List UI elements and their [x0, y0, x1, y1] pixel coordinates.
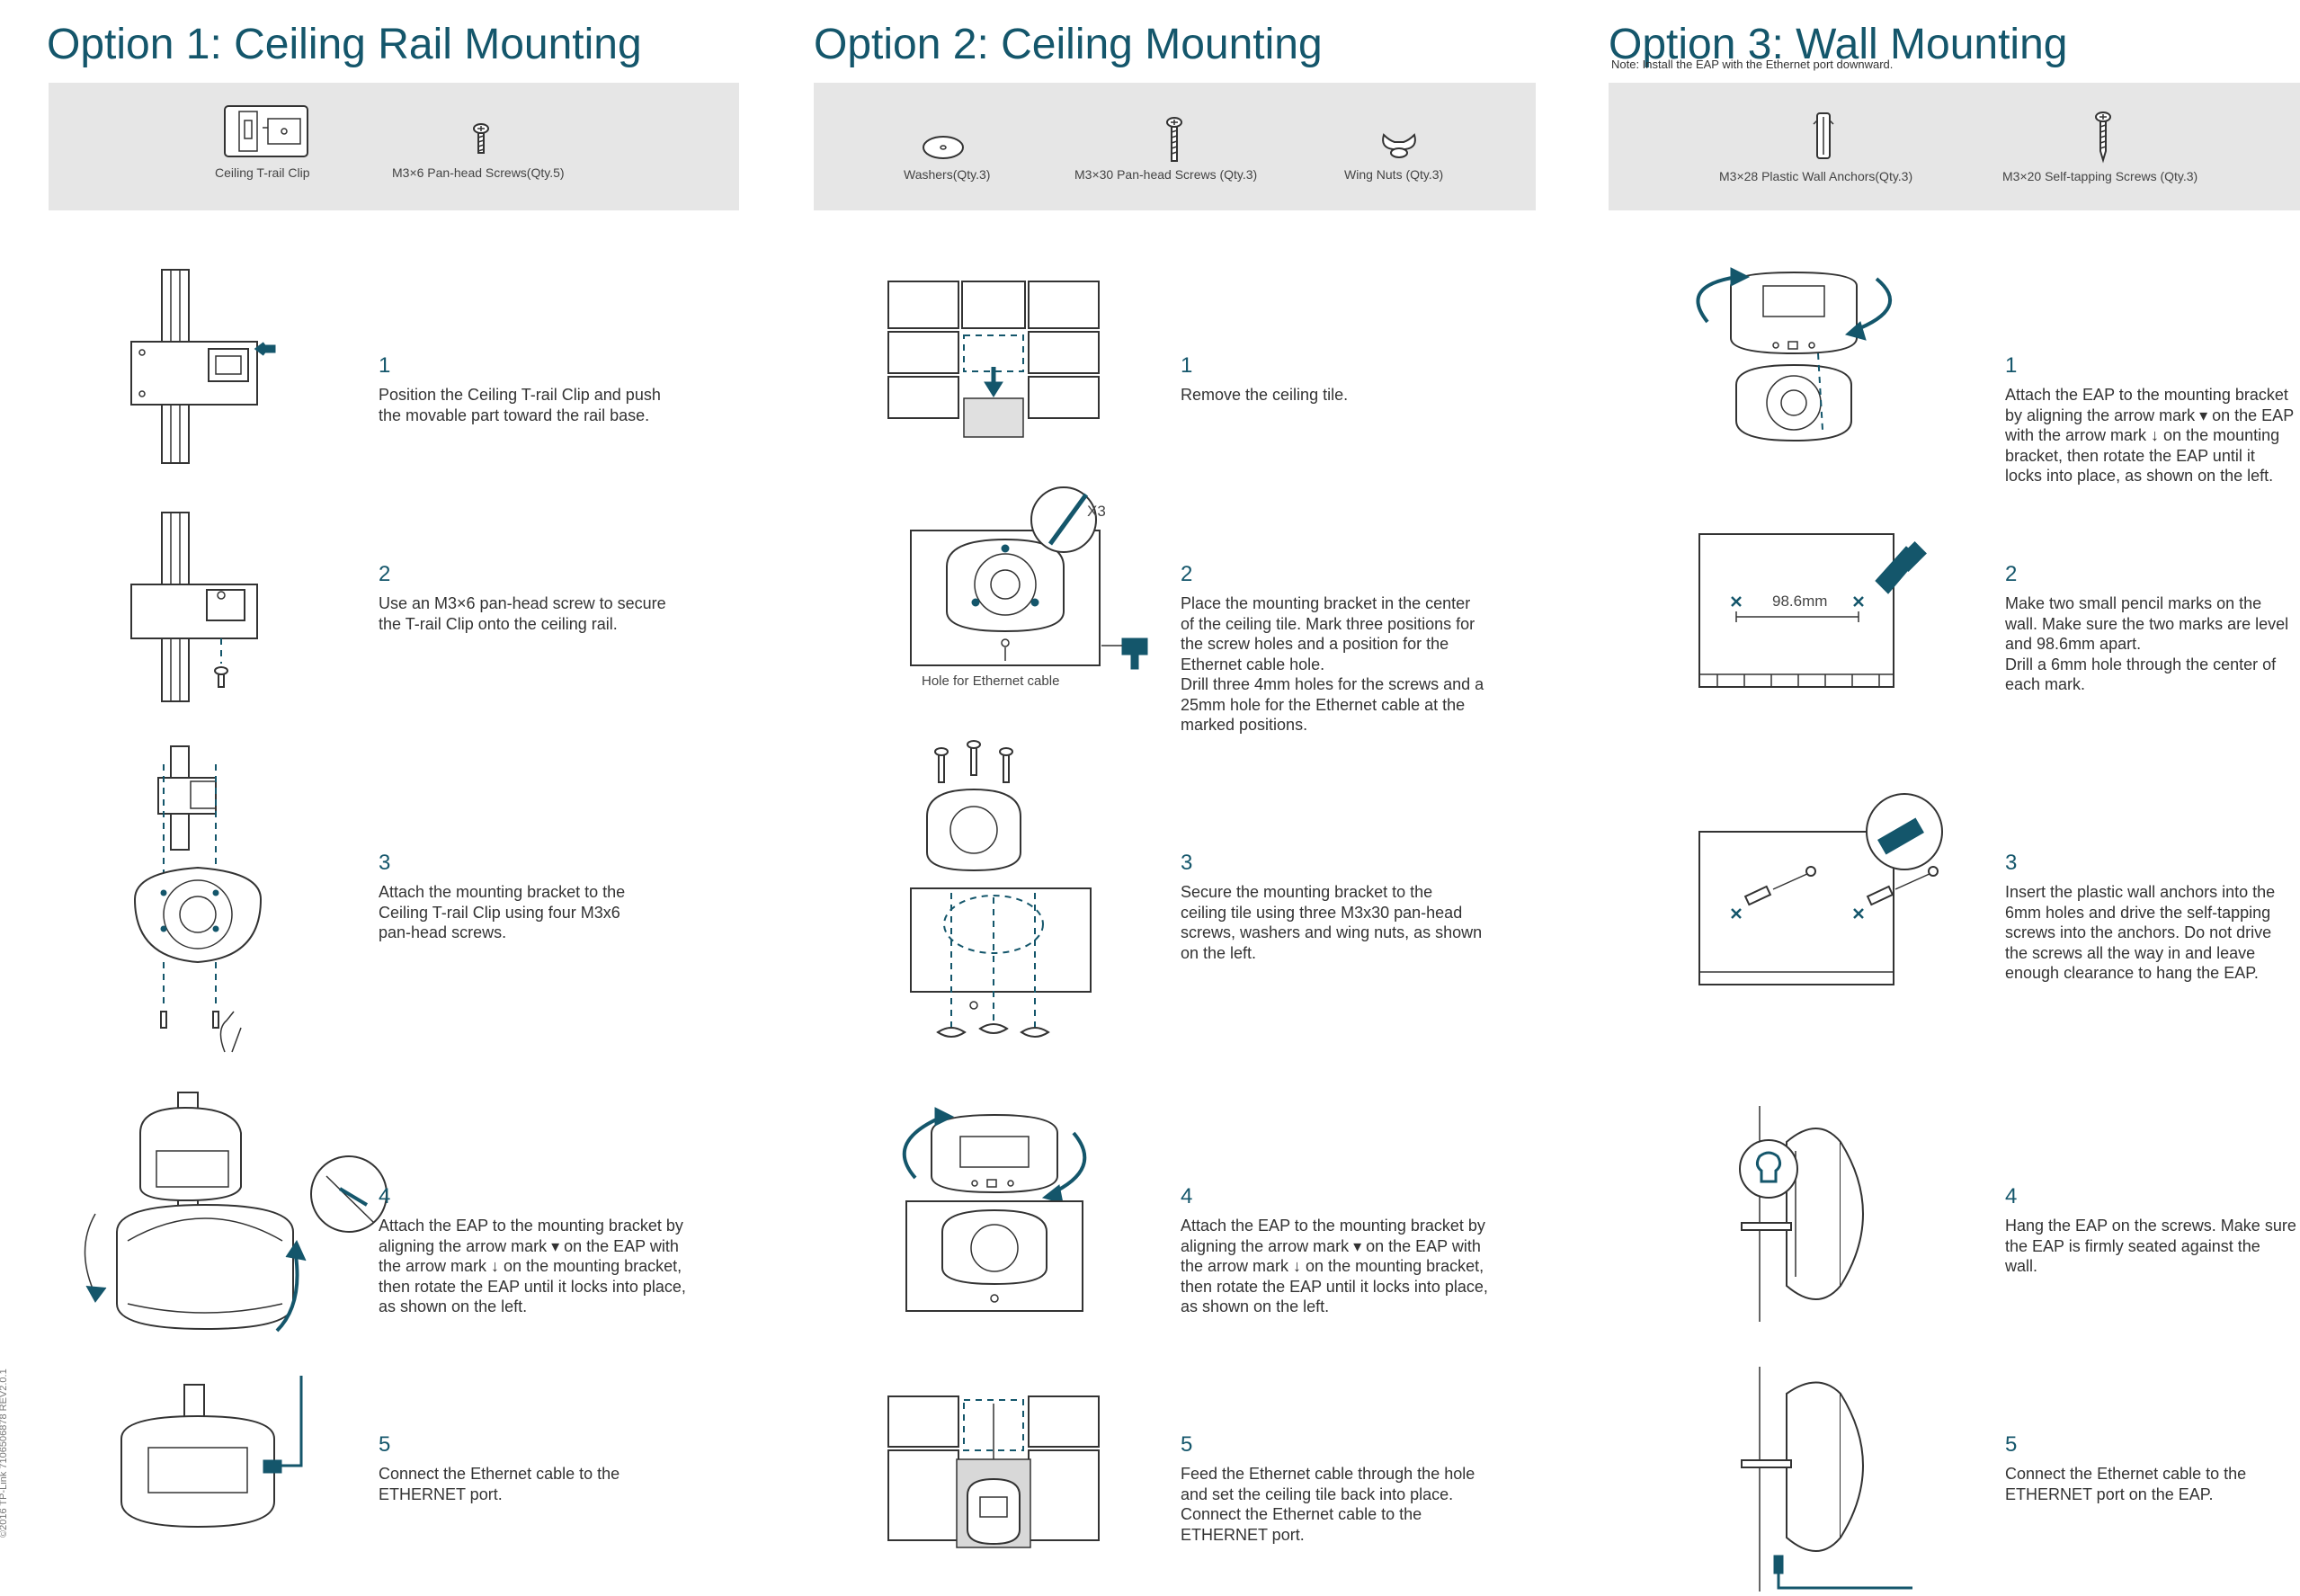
step-1-text: Position the Ceiling T-rail Clip and pus… [379, 386, 661, 424]
footer-revision: ©2016 TP-Link 7106506878 REV2.0.1 [0, 1369, 9, 1538]
step-3-text: Secure the mounting bracket to the ceili… [1181, 883, 1483, 962]
part-label-long-screws: M3×30 Pan-head Screws (Qty.3) [1074, 167, 1258, 182]
option-1-parts-box: Ceiling T-rail Clip M3×6 Pan-head Screws… [49, 83, 739, 210]
step-4-number: 4 [1181, 1184, 1193, 1208]
step-1-number: 1 [1181, 353, 1193, 378]
step-1-text: Attach the EAP to the mounting bracket b… [2005, 386, 2295, 485]
step-3-illustration [910, 740, 1109, 1059]
option-2-parts-box: Washers(Qty.3) M3×30 Pan-head Screws (Qt… [814, 83, 1536, 210]
step-2-number: 2 [379, 562, 391, 586]
option-3-title: Option 3: Wall Mounting [1609, 21, 2068, 69]
step-3-illustration [126, 742, 270, 1061]
step-5-illustration [887, 1395, 1104, 1554]
step-1-illustration [887, 281, 1104, 443]
step-2-illustration [910, 486, 1199, 679]
step-4-illustration [1733, 1106, 1885, 1326]
step-4-number: 4 [379, 1184, 391, 1208]
wall-mounting-note: Note: Install the EAP with the Ethernet … [1611, 58, 1894, 71]
step-4-number: 4 [2005, 1184, 2018, 1208]
option-2-title: Option 2: Ceiling Mounting [814, 21, 1323, 69]
part-label-wing-nuts: Wing Nuts (Qty.3) [1344, 167, 1444, 182]
step-2-number: 2 [1181, 562, 1193, 586]
wall-anchor-icon [1812, 110, 1835, 162]
step-5-text: Connect the Ethernet cable to the ETHERN… [379, 1465, 620, 1503]
step-3-number: 3 [1181, 851, 1193, 875]
option-3-parts-box: M3×28 Plastic Wall Anchors(Qty.3) M3×20 … [1609, 83, 2300, 210]
step-1-illustration [1688, 267, 1903, 452]
step-4-text: Hang the EAP on the screws. Make sure th… [2005, 1217, 2296, 1275]
long-screw-icon [1164, 117, 1184, 164]
step-5-text: Connect the Ethernet cable to the ETHERN… [2005, 1465, 2247, 1503]
caption-hole-ethernet: Hole for Ethernet cable [922, 673, 1060, 689]
step-4-illustration [70, 1088, 388, 1344]
part-label-t-rail-clip: Ceiling T-rail Clip [215, 165, 310, 180]
step-3-illustration [1698, 793, 1951, 998]
screw-icon [471, 123, 491, 161]
step-4-text: Attach the EAP to the mounting bracket b… [379, 1217, 686, 1315]
step-2-text: Place the mounting bracket in the center… [1181, 594, 1484, 734]
option-2-ceiling-mounting: Option 2: Ceiling Mounting Washers(Qty.3… [803, 0, 1549, 1593]
part-label-wall-anchors: M3×28 Plastic Wall Anchors(Qty.3) [1719, 169, 1913, 183]
step-5-illustration [1733, 1367, 1912, 1596]
t-rail-clip-icon [216, 101, 315, 162]
step-3-text: Attach the mounting bracket to the Ceili… [379, 883, 626, 941]
option-3-wall-mounting: Option 3: Wall Mounting Note: Install th… [1607, 0, 2300, 1593]
part-label-washers: Washers(Qty.3) [904, 167, 991, 182]
step-3-text: Insert the plastic wall anchors into the… [2005, 883, 2276, 982]
step-2-illustration [117, 512, 315, 710]
step-5-text: Feed the Ethernet cable through the hole… [1181, 1465, 1475, 1544]
step-1-number: 1 [2005, 353, 2018, 378]
step-2-illustration [1698, 531, 1951, 697]
option-1-ceiling-rail-mounting: Option 1: Ceiling Rail Mounting Ceiling … [0, 0, 746, 1593]
step-5-illustration [112, 1376, 319, 1542]
step-3-number: 3 [379, 851, 391, 875]
step-4-illustration [888, 1106, 1104, 1344]
self-tapping-screw-icon [2093, 111, 2113, 164]
washer-icon [922, 135, 965, 160]
step-2-number: 2 [2005, 562, 2018, 586]
step-4-text: Attach the EAP to the mounting bracket b… [1181, 1217, 1488, 1315]
step-5-number: 5 [379, 1432, 391, 1457]
step-5-number: 5 [1181, 1432, 1193, 1457]
step-1-text: Remove the ceiling tile. [1181, 386, 1349, 404]
step-2-text: Use an M3×6 pan-head screw to secure the… [379, 594, 666, 633]
caption-x3: X3 [1087, 503, 1106, 520]
step-2-text: Make two small pencil marks on the wall.… [2005, 594, 2289, 693]
part-label-pan-head-screws: M3×6 Pan-head Screws(Qty.5) [392, 165, 565, 180]
step-3-number: 3 [2005, 851, 2018, 875]
step-5-number: 5 [2005, 1432, 2018, 1457]
step-1-illustration [117, 269, 315, 468]
option-1-title: Option 1: Ceiling Rail Mounting [47, 21, 642, 69]
step-1-number: 1 [379, 353, 391, 378]
wing-nut-icon [1378, 128, 1420, 160]
caption-distance: 98.6mm [1772, 593, 1828, 610]
part-label-self-tapping-screws: M3×20 Self-tapping Screws (Qty.3) [2002, 169, 2198, 183]
